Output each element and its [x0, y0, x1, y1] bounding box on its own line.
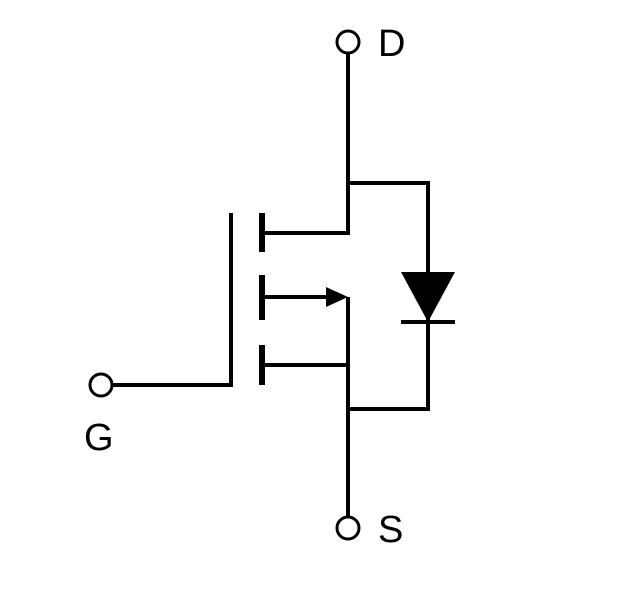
drain-wire: [262, 53, 350, 235]
body-arrow-icon: [326, 287, 348, 307]
drain-terminal[interactable]: [335, 29, 361, 55]
source-label: S: [378, 509, 403, 551]
source-terminal[interactable]: [335, 515, 361, 541]
drain-label: D: [378, 23, 405, 65]
diode-triangle-icon: [401, 272, 455, 322]
gate-terminal[interactable]: [88, 372, 114, 398]
source-wire: [262, 363, 350, 517]
gate-label: G: [84, 417, 114, 459]
gate-wire: [112, 213, 233, 387]
